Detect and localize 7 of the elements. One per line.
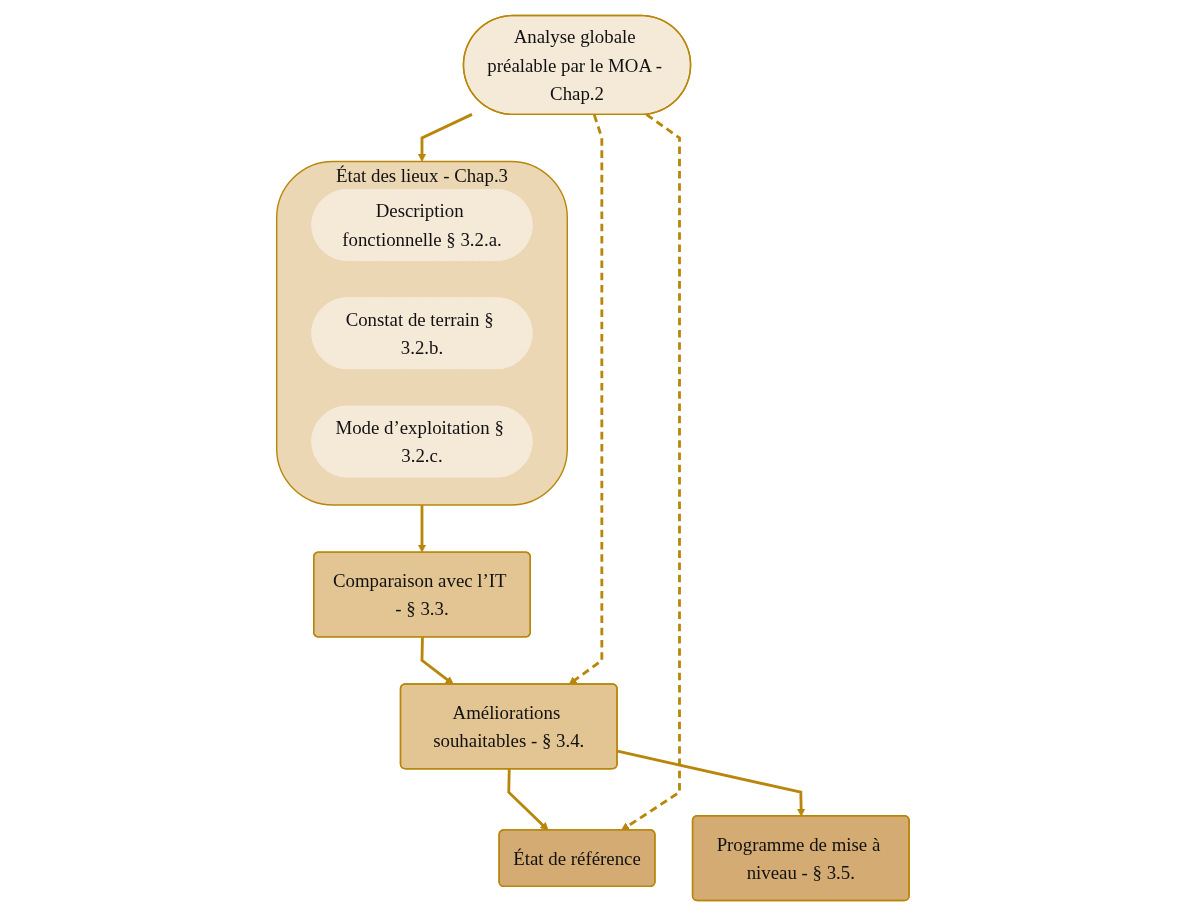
arrow — [568, 113, 604, 685]
arrow — [417, 504, 427, 552]
arrow — [617, 749, 806, 817]
arrow — [621, 112, 682, 831]
arrow — [507, 768, 549, 831]
arrow — [420, 636, 454, 685]
arrow — [417, 112, 473, 162]
